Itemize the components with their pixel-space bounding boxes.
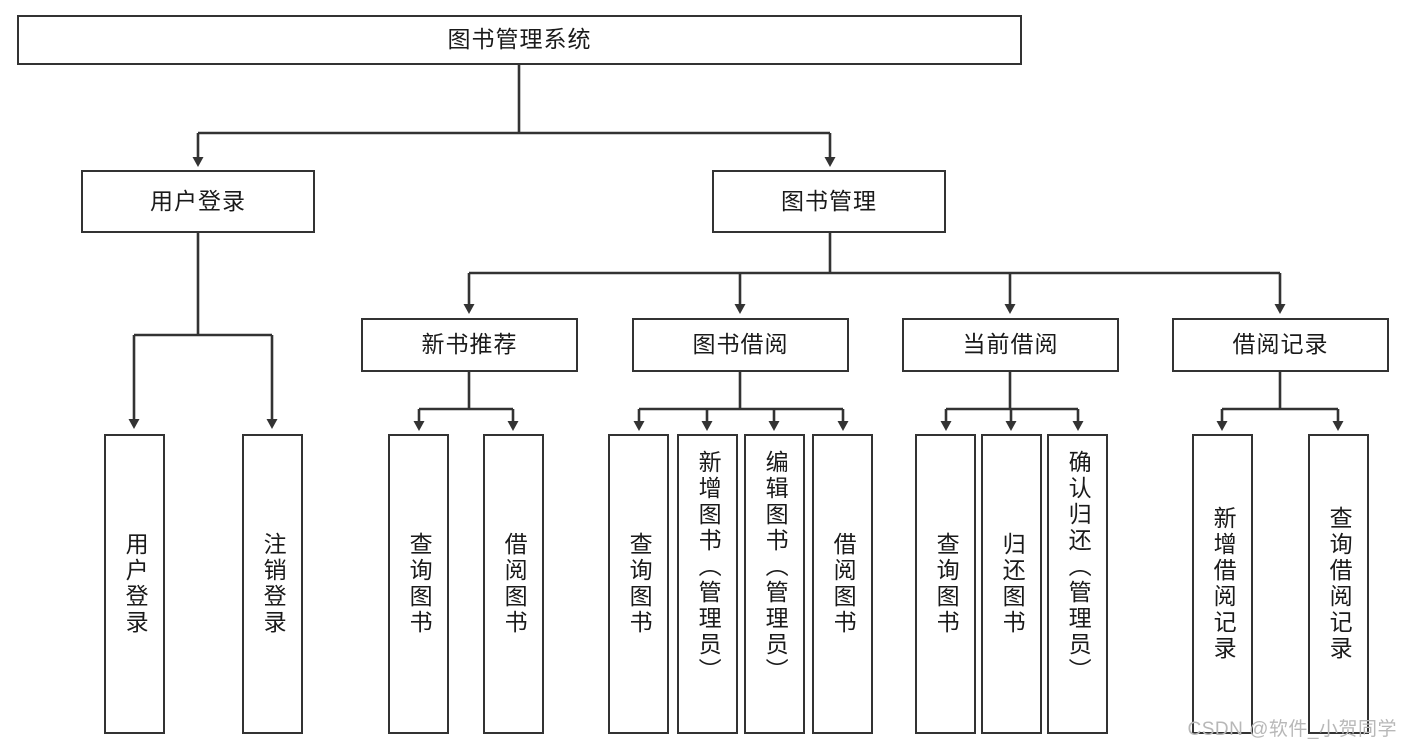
node-label: 新增图书（管理员）: [695, 450, 722, 684]
node-label: 注销登录: [260, 532, 287, 636]
node-label: 图书管理系统: [447, 26, 592, 53]
node-label: 查询图书: [406, 532, 433, 636]
leaf-user-login-signout[interactable]: 注销登录: [242, 434, 303, 734]
leaf-book-borrow-edit-book-admin[interactable]: 编辑图书（管理员）: [744, 434, 805, 734]
node-book-borrow[interactable]: 图书借阅: [632, 318, 849, 372]
node-label: 用户登录: [150, 187, 246, 214]
node-label: 借阅图书: [501, 532, 528, 636]
node-label: 查询图书: [933, 532, 960, 636]
node-label: 用户登录: [122, 532, 149, 636]
leaf-book-borrow-borrow-book[interactable]: 借阅图书: [812, 434, 873, 734]
node-label: 新书推荐: [421, 331, 518, 358]
node-new-book-recommend[interactable]: 新书推荐: [361, 318, 578, 372]
leaf-borrow-record-query-record[interactable]: 查询借阅记录: [1308, 434, 1369, 734]
node-label: 确认归还（管理员）: [1065, 450, 1092, 684]
leaf-borrow-record-add-record[interactable]: 新增借阅记录: [1192, 434, 1253, 734]
node-root-book-management-system[interactable]: 图书管理系统: [17, 15, 1022, 65]
leaf-book-borrow-query-book[interactable]: 查询图书: [608, 434, 669, 734]
node-label: 归还图书: [999, 532, 1026, 636]
node-borrow-record[interactable]: 借阅记录: [1172, 318, 1389, 372]
leaf-user-login-signin[interactable]: 用户登录: [104, 434, 165, 734]
leaf-current-borrow-query-book[interactable]: 查询图书: [915, 434, 976, 734]
node-book-management[interactable]: 图书管理: [712, 170, 946, 233]
node-user-login[interactable]: 用户登录: [81, 170, 315, 233]
node-label: 编辑图书（管理员）: [762, 450, 789, 684]
csdn-watermark: CSDN @软件_小贺同学: [1187, 719, 1397, 740]
node-label: 借阅图书: [830, 532, 857, 636]
leaf-new-book-query-book[interactable]: 查询图书: [388, 434, 449, 734]
leaf-current-borrow-return-book[interactable]: 归还图书: [981, 434, 1042, 734]
node-label: 新增借阅记录: [1210, 506, 1237, 662]
node-label: 借阅记录: [1232, 331, 1329, 358]
node-label: 查询借阅记录: [1326, 506, 1353, 662]
leaf-current-borrow-confirm-return-admin[interactable]: 确认归还（管理员）: [1047, 434, 1108, 734]
node-label: 查询图书: [626, 532, 653, 636]
leaf-book-borrow-add-book-admin[interactable]: 新增图书（管理员）: [677, 434, 738, 734]
node-label: 当前借阅: [962, 331, 1059, 358]
node-current-borrow[interactable]: 当前借阅: [902, 318, 1119, 372]
leaf-new-book-borrow-book[interactable]: 借阅图书: [483, 434, 544, 734]
node-label: 图书管理: [781, 187, 877, 214]
node-label: 图书借阅: [692, 331, 789, 358]
